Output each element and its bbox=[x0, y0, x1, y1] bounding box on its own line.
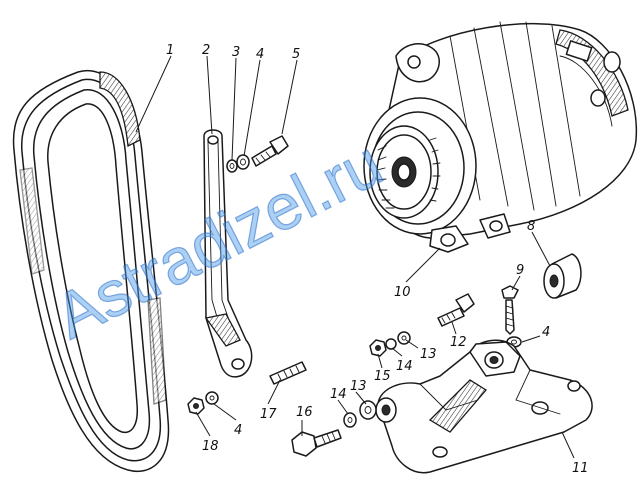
callout-13-mid: 13 bbox=[420, 347, 437, 362]
callout-16: 16 bbox=[296, 405, 313, 420]
callout-18: 18 bbox=[202, 439, 219, 454]
callout-17: 17 bbox=[260, 407, 277, 422]
v-belt bbox=[12, 69, 170, 472]
leader-lines bbox=[135, 55, 575, 459]
spring-washer-14-low bbox=[343, 412, 357, 428]
top-washer-4 bbox=[236, 154, 250, 170]
adjusting-bar bbox=[203, 129, 253, 378]
callout-2: 2 bbox=[202, 43, 210, 58]
nut-18 bbox=[187, 397, 205, 415]
callout-9: 9 bbox=[516, 263, 524, 278]
bushing-8 bbox=[543, 253, 582, 299]
callout-14-mid: 14 bbox=[396, 359, 413, 374]
callout-14-low: 14 bbox=[330, 387, 347, 402]
callout-13-low: 13 bbox=[350, 379, 367, 394]
callout-4-top: 4 bbox=[256, 47, 264, 62]
callout-1: 1 bbox=[166, 43, 174, 58]
bolt-16 bbox=[291, 429, 342, 457]
callout-12: 12 bbox=[450, 335, 467, 350]
washer-13-low bbox=[359, 400, 377, 420]
callout-10: 10 bbox=[394, 285, 411, 300]
callout-3: 3 bbox=[232, 45, 240, 60]
callout-4-right: 4 bbox=[542, 325, 550, 340]
alternator bbox=[363, 21, 638, 253]
washer-13-mid bbox=[397, 331, 411, 345]
callout-15: 15 bbox=[374, 369, 391, 384]
bolt-9 bbox=[501, 285, 519, 335]
top-washer-3 bbox=[226, 159, 238, 173]
nut-15 bbox=[369, 339, 387, 357]
callout-4-bottom: 4 bbox=[234, 423, 242, 438]
stud-12 bbox=[437, 293, 475, 327]
top-bolt-5 bbox=[251, 135, 289, 167]
callout-11: 11 bbox=[572, 461, 589, 476]
callout-8: 8 bbox=[527, 219, 535, 234]
callout-labels: 1 2 3 4 5 8 9 10 4 12 13 14 15 17 16 14 … bbox=[166, 43, 589, 476]
mounting-bracket-11 bbox=[375, 339, 593, 474]
callout-5: 5 bbox=[292, 47, 300, 62]
stud-17 bbox=[269, 361, 307, 385]
washer-4-bottom bbox=[205, 391, 219, 405]
spring-washer-14-mid bbox=[385, 338, 397, 350]
